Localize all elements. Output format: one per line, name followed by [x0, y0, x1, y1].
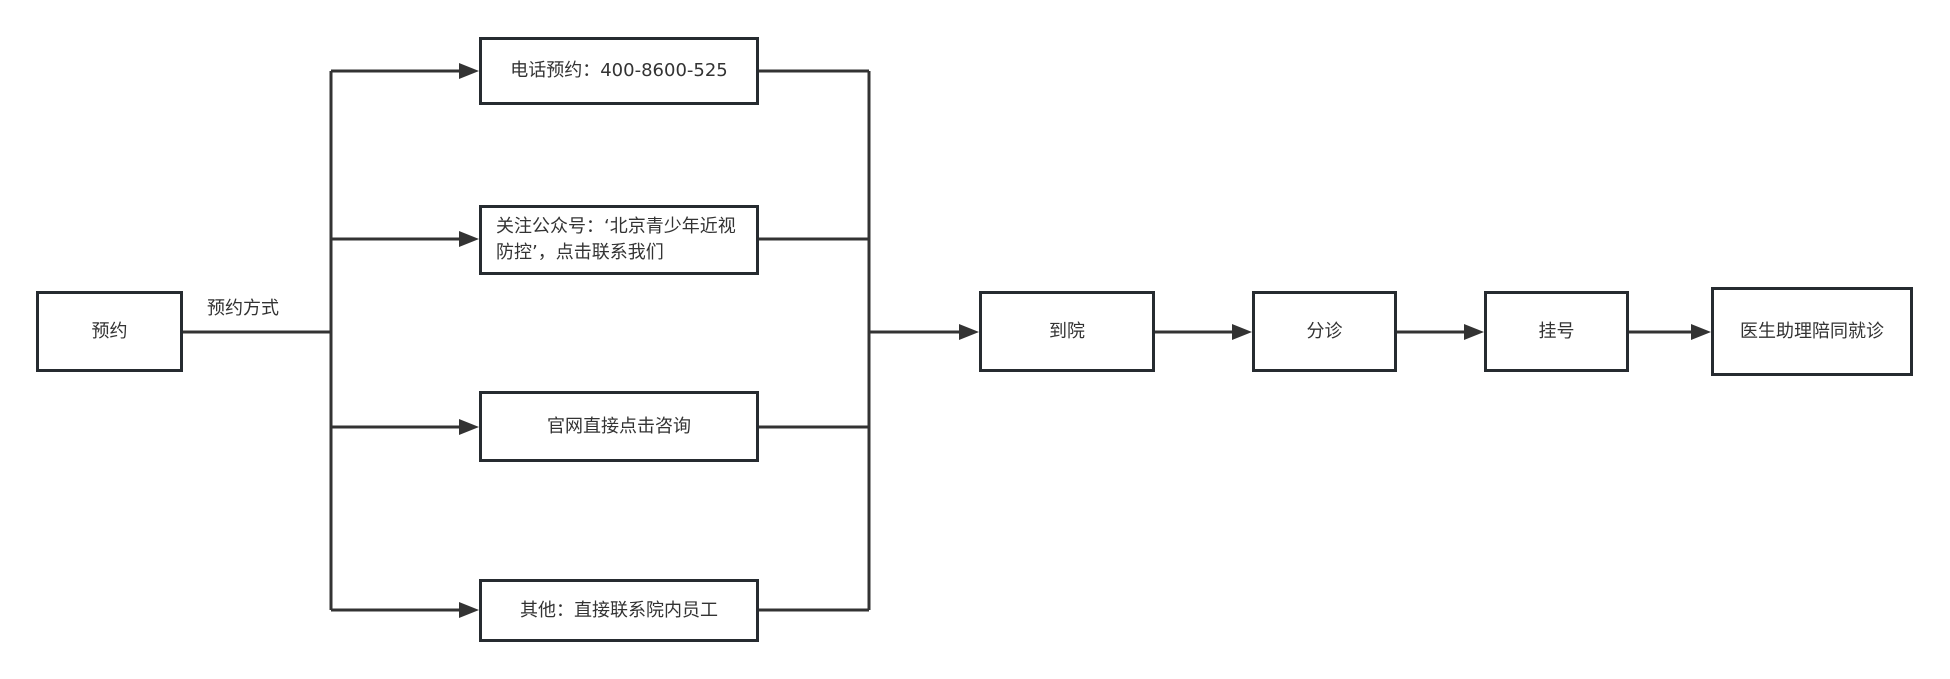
arrowhead-other [459, 602, 479, 618]
arrowhead-arrive [959, 324, 979, 340]
node-label: 关注公众号：‘北京青少年近视防控’，点击联系我们 [496, 216, 736, 263]
node-label: 医生助理陪同就诊 [1740, 320, 1884, 342]
node-triage[interactable]: 分诊 [1252, 291, 1397, 372]
arrowhead-triage [1232, 324, 1252, 340]
node-arrive-hospital[interactable]: 到院 [979, 291, 1155, 372]
arrowhead-doctor [1691, 324, 1711, 340]
node-wechat-account[interactable]: 关注公众号：‘北京青少年近视防控’，点击联系我们 [479, 205, 759, 275]
node-website-consult[interactable]: 官网直接点击咨询 [479, 391, 759, 462]
node-other-contact[interactable]: 其他：直接联系院内员工 [479, 579, 759, 642]
node-phone-booking[interactable]: 电话预约：400-8600-525 [479, 37, 759, 105]
node-label: 挂号 [1538, 320, 1575, 342]
arrowhead-register [1464, 324, 1484, 340]
arrowhead-phone [459, 63, 479, 79]
node-label: 到院 [1049, 320, 1085, 342]
arrowhead-wechat [459, 231, 479, 247]
node-label: 其他：直接联系院内员工 [520, 599, 718, 621]
arrowhead-website [459, 419, 479, 435]
edge-label-booking-methods: 预约方式 [207, 298, 279, 319]
node-label: 分诊 [1306, 320, 1343, 342]
node-label: 电话预约：400-8600-525 [510, 60, 728, 81]
node-booking[interactable]: 预约 [36, 291, 183, 372]
node-label: 预约 [91, 320, 128, 342]
node-label: 官网直接点击咨询 [547, 415, 691, 437]
node-doctor-assistant[interactable]: 医生助理陪同就诊 [1711, 287, 1913, 376]
node-registration[interactable]: 挂号 [1484, 291, 1629, 372]
